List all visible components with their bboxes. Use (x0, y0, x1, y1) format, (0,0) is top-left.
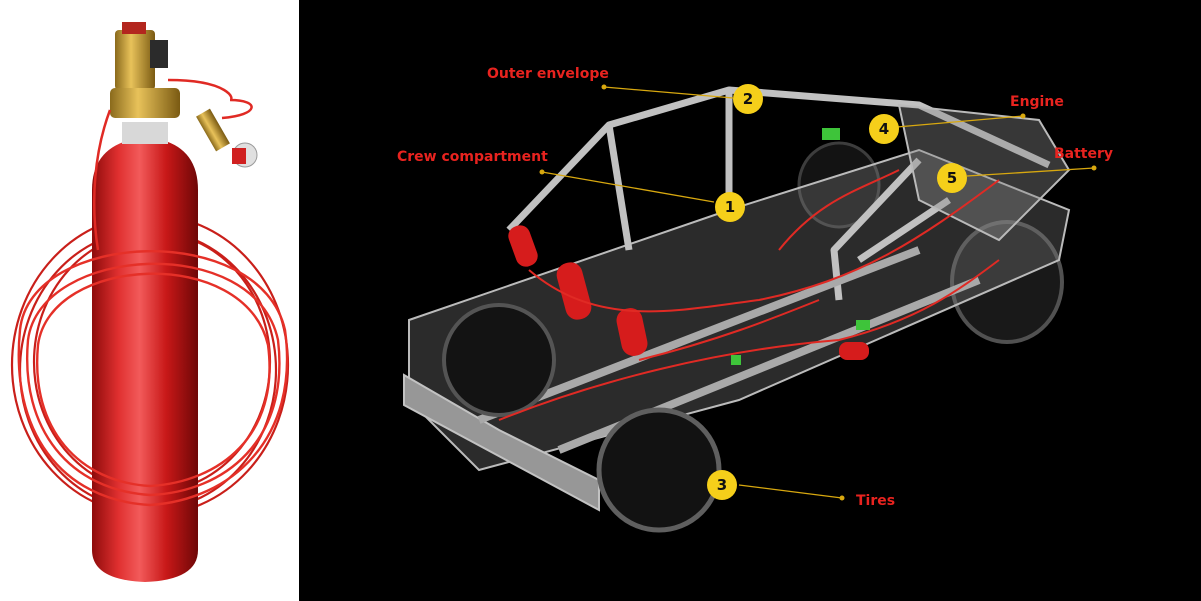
leader-endpoints (539, 84, 1097, 501)
callout-marker-2: 2 (733, 84, 763, 114)
cylinder-photo-panel (0, 0, 297, 601)
vehicle-diagram-panel: 1 2 3 4 5 Crew compartment Outer envelop… (299, 0, 1201, 601)
callout-marker-1: 1 (715, 192, 745, 222)
leader-line-4 (896, 115, 1024, 128)
detection-tube-lead (167, 78, 253, 120)
callout-label-crew-compartment: Crew compartment (397, 149, 548, 165)
detection-tube-coil-front (17, 250, 289, 507)
leader-line-5 (966, 167, 1095, 177)
leader-line-3 (738, 484, 843, 499)
pressure-fitting (196, 108, 258, 168)
rear-left-wheel-front (442, 303, 556, 417)
callout-label-outer-envelope: Outer envelope (487, 66, 609, 82)
front-left-wheel (596, 407, 722, 533)
suppression-system (498, 128, 1000, 421)
callout-marker-3: 3 (707, 470, 737, 500)
valve-top-cap (122, 22, 146, 34)
callout-marker-5: 5 (937, 163, 967, 193)
cylinder-body (92, 140, 198, 582)
fire-cylinder-illustration (10, 22, 290, 582)
valve-body (115, 30, 155, 90)
callout-label-battery: Battery (1054, 146, 1114, 162)
callout-marker-4: 4 (869, 114, 899, 144)
manifold-fitting (110, 88, 180, 118)
leader-line-2 (603, 86, 734, 99)
vehicle-body (403, 86, 1071, 533)
leader-lines (541, 86, 1095, 499)
leader-line-1 (541, 171, 715, 203)
cylinder-neck (122, 122, 168, 144)
front-right-wheel (797, 141, 881, 229)
vehicle-chassis-illustration (403, 84, 1097, 533)
callout-label-tires: Tires (856, 493, 896, 509)
solenoid-block (150, 40, 168, 68)
callout-label-engine: Engine (1010, 94, 1064, 110)
detection-tube-drop (92, 109, 112, 251)
